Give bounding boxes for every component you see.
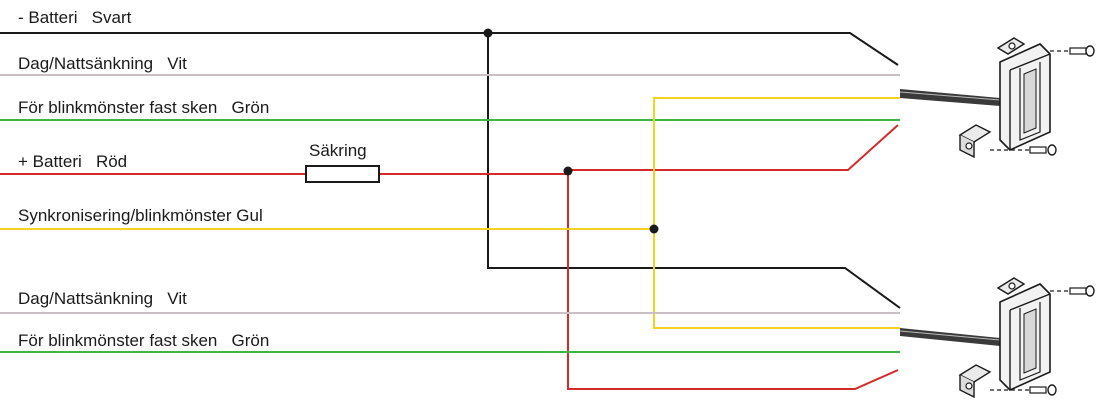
lamp-unit-icon [899, 37, 1095, 159]
label-battery-plus: + Batteri Röd [18, 152, 127, 171]
lamp-unit-icon [899, 277, 1095, 399]
junction-black [483, 28, 493, 38]
wire-red-main [0, 124, 899, 175]
wire-yellow-down [653, 229, 900, 329]
label-day-night-2: Dag/Nattsänkning Vit [18, 289, 187, 308]
label-blink-2: För blinkmönster fast sken Grön [18, 331, 269, 350]
junction-red [563, 166, 573, 176]
wire-black-branch [487, 33, 901, 309]
label-blink-1: För blinkmönster fast sken Grön [18, 98, 269, 117]
label-day-night-1: Dag/Nattsänkning Vit [18, 54, 187, 73]
label-sync: Synkronisering/blinkmönster Gul [18, 206, 263, 225]
wire-yellow-up [653, 97, 900, 229]
junction-yellow [649, 224, 659, 234]
wire-red-branch [567, 170, 899, 390]
label-battery-minus: - Batteri Svart [18, 8, 132, 27]
wire-black-main [0, 32, 899, 66]
fuse-symbol [305, 165, 380, 183]
label-fuse: Säkring [309, 141, 367, 160]
